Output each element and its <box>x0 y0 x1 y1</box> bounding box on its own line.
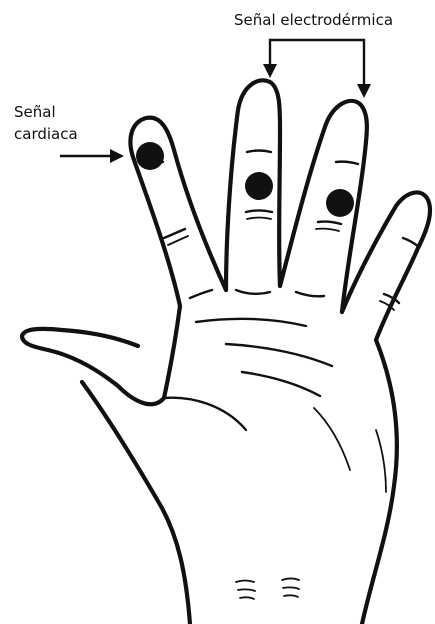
finger-creases <box>148 151 419 311</box>
palm-left-edge <box>82 382 190 624</box>
thumb-outline <box>22 306 180 404</box>
palm-right-edge <box>362 340 397 624</box>
palm-lines <box>196 319 386 492</box>
hand-icon <box>22 80 430 624</box>
electrode-middle-finger <box>245 172 273 200</box>
thumb-web-crease <box>164 398 246 430</box>
electrodermal-bracket-arrow <box>263 40 371 98</box>
cardiac-arrow <box>60 149 124 163</box>
wrist-creases <box>236 579 299 600</box>
electrode-ring-finger <box>326 189 354 217</box>
electrode-index-finger <box>136 142 164 170</box>
